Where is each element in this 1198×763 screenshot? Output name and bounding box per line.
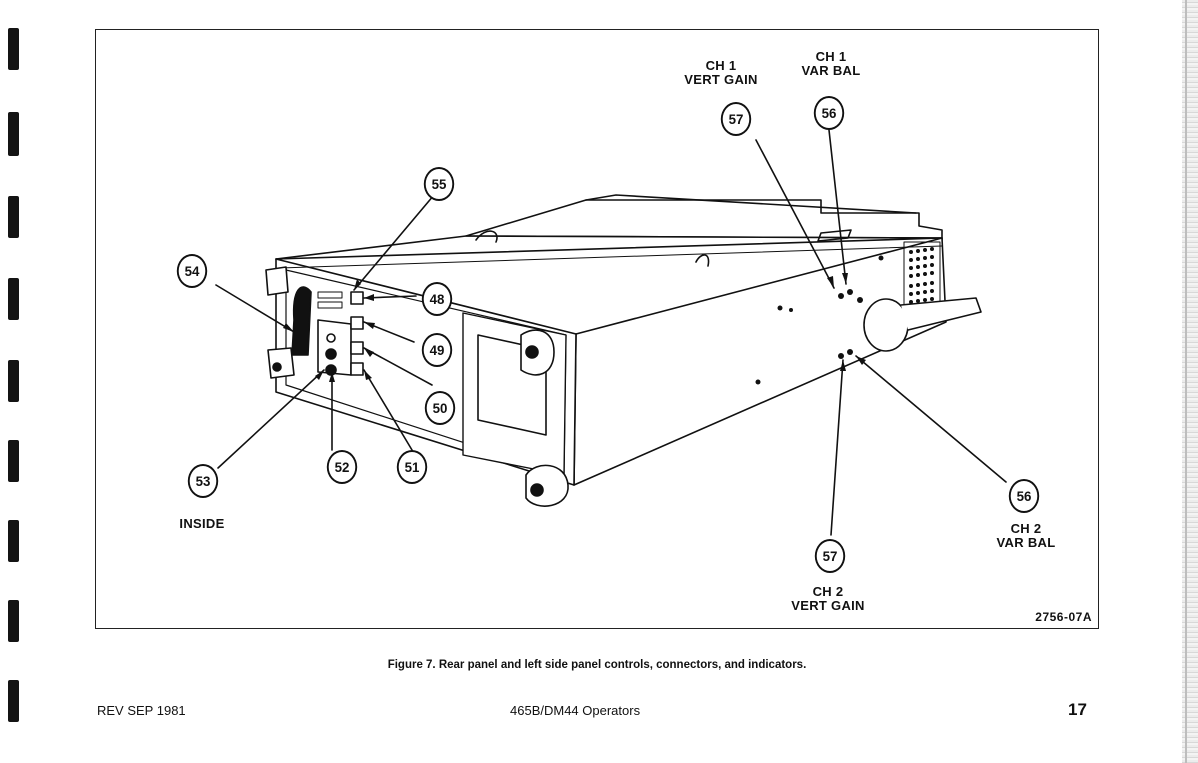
footer-revision: REV SEP 1981 bbox=[97, 703, 186, 718]
callout-53: 53 bbox=[188, 464, 218, 498]
label-line: VERT GAIN bbox=[778, 599, 878, 613]
binding-hole bbox=[8, 112, 19, 156]
figure-frame: CH 1 VERT GAIN CH 1 VAR BAL 57 56 55 54 … bbox=[95, 29, 1099, 629]
callout-56-top: 56 bbox=[814, 96, 844, 130]
binding-hole bbox=[8, 360, 19, 402]
page-edge bbox=[1182, 0, 1198, 763]
label-ch2-var-bal: CH 2 VAR BAL bbox=[986, 522, 1066, 550]
binding-hole bbox=[8, 520, 19, 562]
callout-54: 54 bbox=[177, 254, 207, 288]
oscilloscope-drawing bbox=[96, 30, 1097, 627]
callout-56-bottom: 56 bbox=[1009, 479, 1039, 513]
callout-50: 50 bbox=[425, 391, 455, 425]
label-inside: INSIDE bbox=[162, 517, 242, 531]
label-ch1-var-bal: CH 1 VAR BAL bbox=[791, 50, 871, 78]
figure-caption: Figure 7. Rear panel and left side panel… bbox=[95, 659, 1099, 671]
page-number: 17 bbox=[1068, 700, 1087, 720]
label-line: CH 1 bbox=[791, 50, 871, 64]
label-line: CH 2 bbox=[986, 522, 1066, 536]
binding-hole bbox=[8, 440, 19, 482]
callout-57-bottom: 57 bbox=[815, 539, 845, 573]
callout-51: 51 bbox=[397, 450, 427, 484]
callout-57-top: 57 bbox=[721, 102, 751, 136]
label-ch1-vert-gain: CH 1 VERT GAIN bbox=[671, 59, 771, 87]
label-ch2-vert-gain: CH 2 VERT GAIN bbox=[778, 585, 878, 613]
callout-48: 48 bbox=[422, 282, 452, 316]
label-line: VERT GAIN bbox=[671, 73, 771, 87]
label-line: CH 2 bbox=[778, 585, 878, 599]
binding-hole bbox=[8, 680, 19, 722]
label-line: VAR BAL bbox=[791, 64, 871, 78]
label-line: CH 1 bbox=[671, 59, 771, 73]
binding-hole bbox=[8, 600, 19, 642]
callout-55: 55 bbox=[424, 167, 454, 201]
callout-49: 49 bbox=[422, 333, 452, 367]
binding-hole bbox=[8, 196, 19, 238]
callout-52: 52 bbox=[327, 450, 357, 484]
label-line: VAR BAL bbox=[986, 536, 1066, 550]
binding-hole bbox=[8, 278, 19, 320]
figure-id: 2756-07A bbox=[1035, 610, 1092, 624]
footer-title: 465B/DM44 Operators bbox=[510, 703, 640, 718]
binding-hole bbox=[8, 28, 19, 70]
